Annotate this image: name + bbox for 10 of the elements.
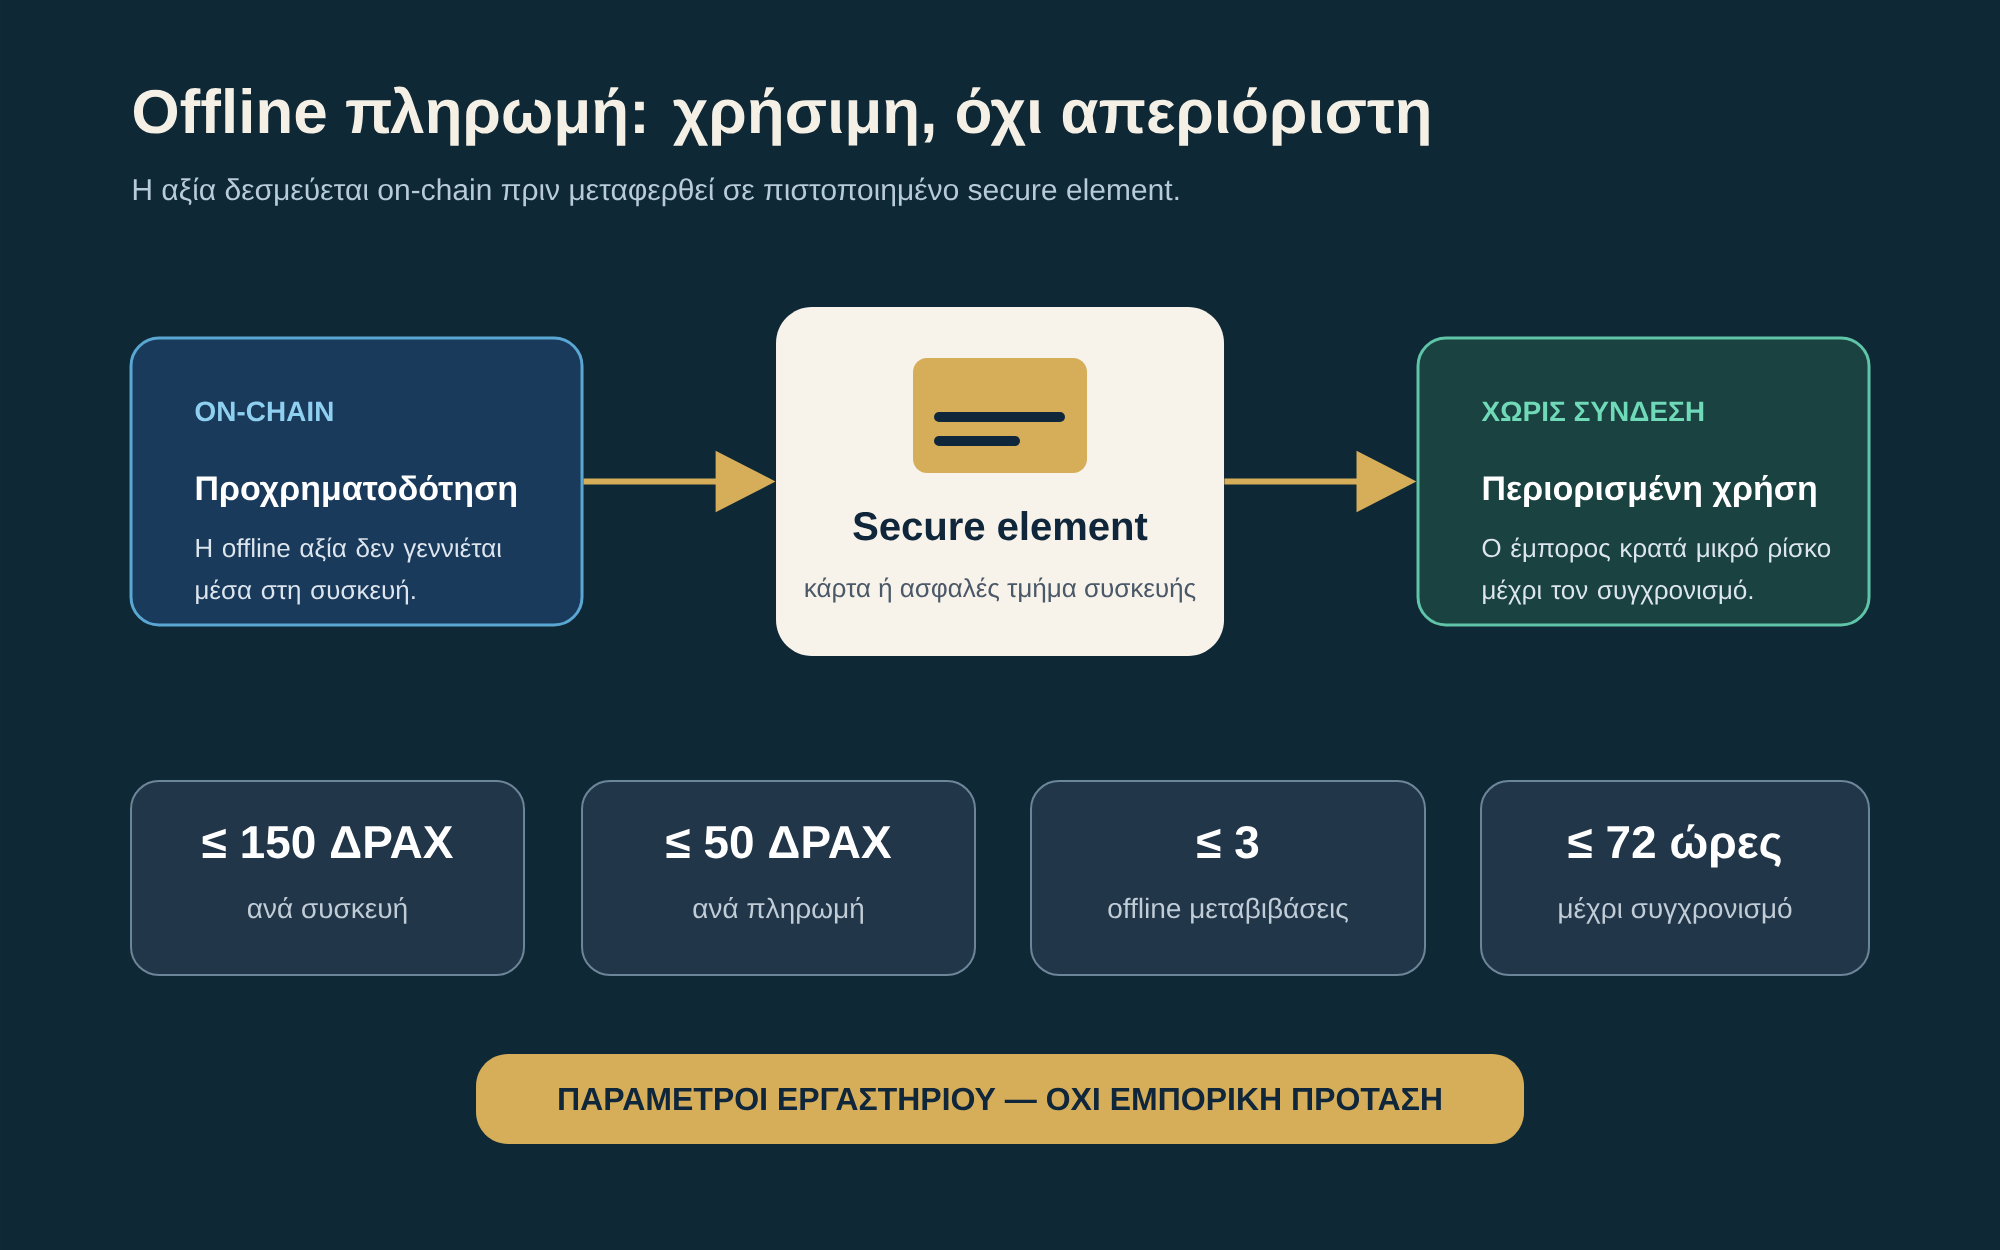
- secure-element-card: Secure element κάρτα ή ασφαλές τμήμα συσκευής: [776, 307, 1224, 656]
- stage-card: ΧΩΡΙΣ ΣΥΝΔΕΣΗ Περιορισμένη χρήση Ο έμπορος κρατά μικρό ρίσκο μέχρι τον συγχρονισμό.: [1416, 336, 1871, 627]
- subtitle: Η αξία δεσμεύεται on-chain πριν μεταφερθεί σε πιστοποιημένο secure element.: [133, 177, 1179, 207]
- stat-card: ≤ 72 ώρες μέχρι συγχρονισμό: [1480, 780, 1870, 976]
- notice-banner: ΠΑΡΑΜΕΤΡΟΙ ΕΡΓΑΣΤΗΡΙΟΥ — ΟΧΙ ΕΜΠΟΡΙΚΗ ΠΡΟΤΑΣΗ: [476, 1054, 1524, 1144]
- stage-card: ON-CHAIN Προχρηματοδότηση Η offline αξία δεν γεννιέται μέσα στη συσκευή.: [129, 336, 584, 627]
- title: Offline πληρωμή: χρήσιμη, όχι απεριόριστη: [133, 86, 1429, 146]
- stat-card: ≤ 150 ΔΡΑΧ ανά συσκευή: [130, 780, 525, 976]
- stat-card: ≤ 50 ΔΡΑΧ ανά πληρωμή: [581, 780, 976, 976]
- stat-card: ≤ 3 offline μεταβιβάσεις: [1030, 780, 1426, 976]
